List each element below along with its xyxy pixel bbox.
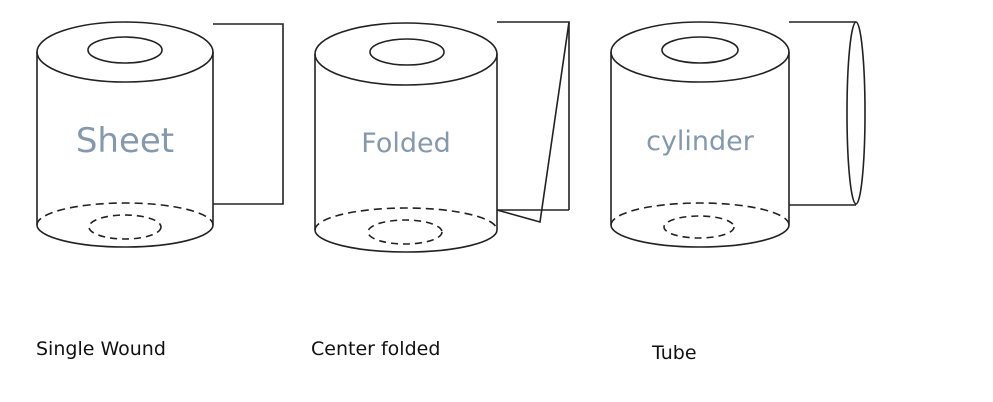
roll-label-cylinder: cylinder (646, 126, 755, 157)
roll-label-sheet: Sheet (76, 121, 174, 161)
roll-bottom-hidden-edge (36, 202, 214, 226)
roll-bottom-edge (36, 224, 214, 248)
caption-single-wound: Single Wound (36, 338, 166, 360)
sheet-tail (213, 23, 284, 205)
roll-single-wound (36, 21, 284, 248)
roll-bottom-edge (314, 229, 498, 253)
roll-top-edge (610, 21, 790, 83)
roll-core-hole (369, 38, 445, 66)
roll-center-folded (314, 21, 570, 253)
folded-sheet-tail (496, 21, 570, 224)
roll-core-bottom-hidden (663, 215, 735, 239)
caption-center-folded: Center folded (311, 338, 441, 360)
tube-tail-end (846, 21, 866, 205)
roll-core-bottom-hidden (88, 214, 162, 240)
roll-core-hole (87, 36, 163, 64)
caption-tube: Tube (652, 342, 697, 364)
roll-tube (610, 21, 866, 248)
roll-top-edge (36, 21, 214, 83)
roll-bottom-hidden-edge (610, 202, 790, 226)
roll-label-folded: Folded (361, 128, 450, 159)
roll-core-hole (661, 36, 739, 64)
roll-core-bottom-hidden (367, 219, 443, 245)
roll-top-edge (314, 22, 498, 86)
roll-bottom-hidden-edge (314, 207, 498, 231)
roll-bottom-edge (610, 224, 790, 248)
